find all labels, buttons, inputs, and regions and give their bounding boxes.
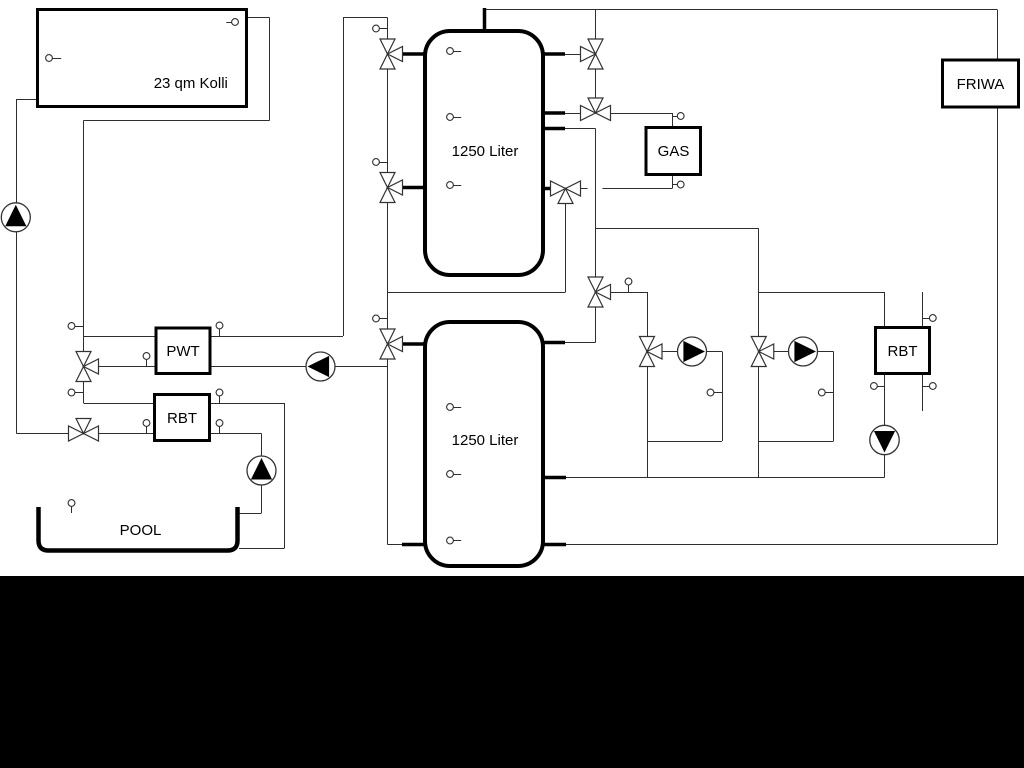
svg-text:PWT: PWT	[166, 343, 199, 360]
svg-text:GAS: GAS	[658, 143, 690, 160]
svg-text:POOL: POOL	[120, 522, 162, 539]
svg-text:23 qm Kolli: 23 qm Kolli	[154, 75, 228, 92]
svg-text:FRIWA: FRIWA	[957, 76, 1005, 93]
svg-text:RBT: RBT	[888, 343, 918, 360]
svg-text:1250 Liter: 1250 Liter	[452, 432, 519, 449]
svg-text:1250 Liter: 1250 Liter	[452, 143, 519, 160]
svg-text:RBT: RBT	[167, 410, 197, 427]
